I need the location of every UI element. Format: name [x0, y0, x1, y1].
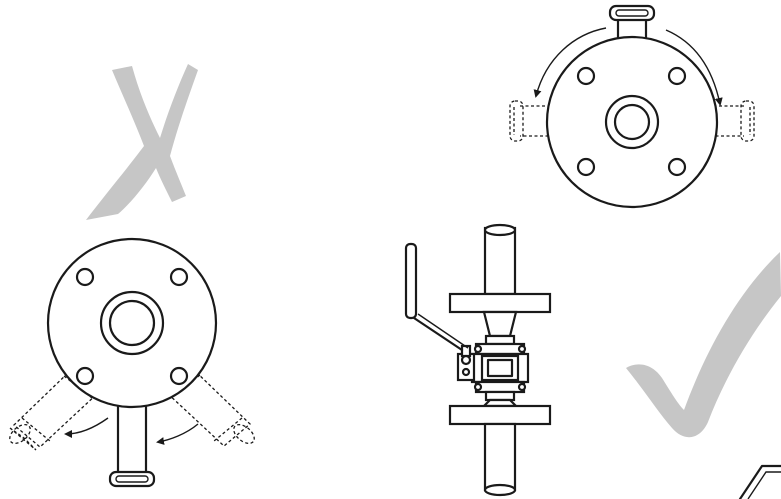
bore-outer — [604, 94, 660, 150]
rotate-arrow-icon — [64, 417, 109, 438]
valve-installation-side-view — [404, 223, 552, 497]
rotate-arrow-icon — [665, 29, 723, 106]
handle-partial — [738, 464, 781, 499]
bolt-hole — [75, 366, 95, 386]
cross-mark-icon — [86, 64, 198, 220]
bore-inner — [108, 299, 156, 347]
pipe-upper — [483, 226, 517, 296]
flange-disk — [46, 237, 218, 409]
bolt-hole — [667, 66, 687, 86]
flange-lower — [448, 404, 552, 426]
bolt-hole — [576, 66, 596, 86]
rotate-arrow-icon — [533, 27, 607, 98]
flange-incorrect — [9, 237, 255, 488]
bolt-hole — [75, 267, 95, 287]
flange-disk — [545, 35, 719, 209]
bore-inner — [613, 103, 651, 141]
bolt-hole — [169, 267, 189, 287]
pipe-lower — [483, 422, 517, 492]
flange-upper — [448, 292, 552, 314]
rotate-arrow-icon — [156, 423, 199, 445]
stem-bottom — [108, 376, 156, 488]
flange-correct — [509, 4, 755, 209]
bore-outer — [99, 290, 165, 356]
bolt-hole — [576, 157, 596, 177]
bolt-hole — [667, 157, 687, 177]
bolt-hole — [169, 366, 189, 386]
check-mark-icon — [626, 252, 781, 438]
ball-valve — [404, 242, 530, 394]
valve-handle-grip[interactable] — [404, 242, 418, 320]
